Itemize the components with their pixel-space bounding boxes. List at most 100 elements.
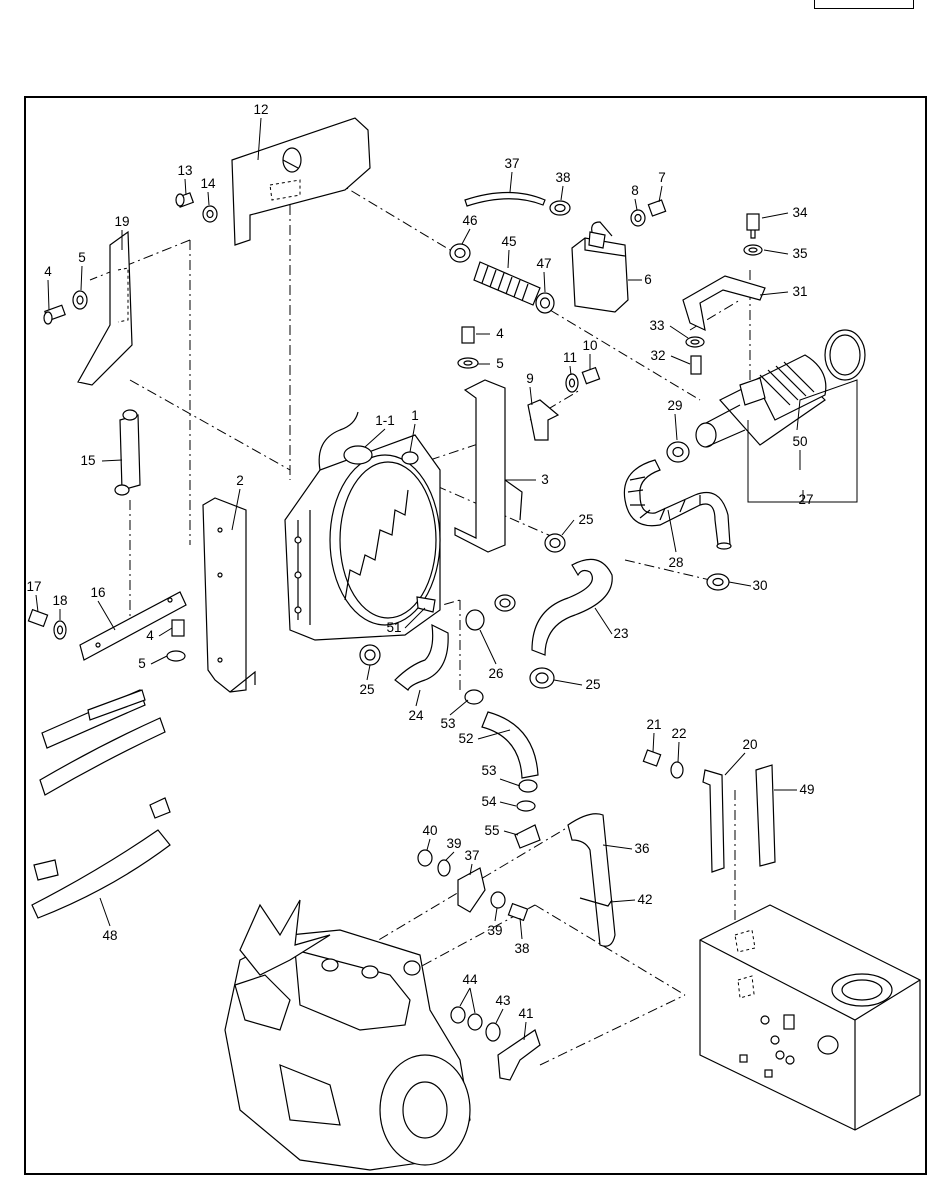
part-46-clamp (449, 243, 471, 263)
callout-label: 46 (462, 213, 477, 228)
part-18-washer (53, 620, 67, 640)
part-37-hose (464, 191, 546, 207)
part-1-radiator (284, 434, 441, 641)
part-5-washer-left (72, 290, 88, 310)
part-35-washer (743, 244, 763, 256)
callout-label: 3 (541, 472, 549, 487)
part-25-clamp-lower-right (529, 667, 555, 689)
callout-label: 37 (464, 848, 479, 863)
callout-label: 1-1 (375, 413, 395, 428)
callout-label: 53 (440, 716, 455, 731)
callout-label: 42 (637, 892, 652, 907)
callout-label: 48 (102, 928, 117, 943)
part-53-clamp-upper (464, 689, 484, 705)
part-40-nut (417, 849, 433, 867)
callout-label: 5 (138, 656, 146, 671)
part-31-bracket (682, 275, 766, 332)
part-9-bracket (527, 399, 560, 441)
callout-label: 14 (200, 176, 216, 191)
part-30-clamp (706, 573, 730, 591)
part-38-bolt (507, 902, 529, 922)
callout-label: 29 (667, 398, 682, 413)
part-41-bracket (497, 1029, 541, 1081)
callout-label: 32 (650, 348, 665, 363)
page-number-tag (814, 0, 914, 9)
callout-label: 34 (792, 205, 808, 220)
part-15-stay (114, 409, 141, 496)
part-21-bolt (642, 749, 662, 767)
leader-lines (35, 117, 858, 1041)
part-51-fitting (416, 596, 436, 613)
part-23-hose (531, 558, 613, 656)
callout-label: 2 (236, 473, 244, 488)
callout-label: 25 (578, 512, 593, 527)
part-37-clamp (457, 867, 486, 913)
part-20-stay (702, 769, 725, 873)
callout-label: 47 (536, 256, 551, 271)
callout-label: 40 (422, 823, 437, 838)
callout-label: 10 (582, 338, 597, 353)
callout-label: 36 (634, 841, 649, 856)
part-53-clamp-lower (518, 779, 538, 793)
part-4-bolt-low (171, 619, 185, 637)
callout-label: 8 (631, 183, 639, 198)
callout-label: 11 (563, 350, 577, 365)
diagram-frame (24, 96, 927, 1175)
part-8-washer (630, 209, 646, 227)
part-47-clamp (535, 292, 555, 314)
callout-label: 1 (411, 408, 419, 423)
callout-label: 50 (792, 434, 807, 449)
part-12-bracket-plate (231, 117, 371, 246)
part-32-bolt (690, 355, 702, 375)
part-24-hose (394, 623, 449, 691)
part-39-washer-upper (437, 859, 451, 877)
part-14-washer (202, 205, 218, 223)
engine-assembly (224, 899, 471, 1171)
callout-label: 54 (481, 794, 497, 809)
part-17-bolt (27, 608, 49, 628)
callout-label: 7 (658, 170, 666, 185)
part-4-bolt-left (43, 304, 66, 325)
part-7-bolt (647, 199, 667, 217)
callout-label: 23 (613, 626, 628, 641)
part-5-washer-low (166, 650, 186, 662)
callout-label: 6 (644, 272, 652, 287)
callout-label: 12 (253, 102, 268, 117)
callout-label: 33 (649, 318, 664, 333)
part-54-washer (516, 800, 536, 812)
callout-label: 38 (514, 941, 529, 956)
part-44-collars (450, 1006, 483, 1031)
fuel-tank (699, 904, 921, 1131)
part-11-washer (565, 373, 579, 393)
part-36-pipe (567, 813, 616, 947)
callout-label: 20 (742, 737, 757, 752)
callout-label: 28 (668, 555, 683, 570)
callout-label: 16 (90, 585, 105, 600)
callout-label: 15 (80, 453, 95, 468)
callout-label: 38 (555, 170, 570, 185)
part-1-1-radiator-cap (318, 411, 419, 471)
callout-label: 43 (495, 993, 510, 1008)
part-10-bolt (581, 366, 601, 385)
callout-label: 5 (78, 250, 86, 265)
callout-label: 39 (446, 836, 461, 851)
callout-label: 27 (798, 492, 813, 507)
callout-label: 17 (26, 579, 41, 594)
part-38-clamp (549, 200, 571, 216)
part-3-bracket (454, 379, 523, 553)
part-43-washer (485, 1022, 501, 1042)
part-39-washer-lower (490, 891, 506, 909)
part-50-element (824, 329, 866, 381)
callout-label: 45 (501, 234, 516, 249)
part-4-bolt-mid (461, 326, 475, 344)
callout-label: 4 (496, 326, 504, 341)
callout-label: 49 (799, 782, 814, 797)
callout-label: 51 (386, 620, 401, 635)
callout-label: 9 (526, 371, 534, 386)
part-49-strip (755, 764, 776, 867)
part-25-clamp-upper (544, 533, 566, 553)
callout-label: 39 (487, 923, 502, 938)
part-26-clamp (465, 594, 516, 631)
part-16-stay (79, 591, 187, 661)
